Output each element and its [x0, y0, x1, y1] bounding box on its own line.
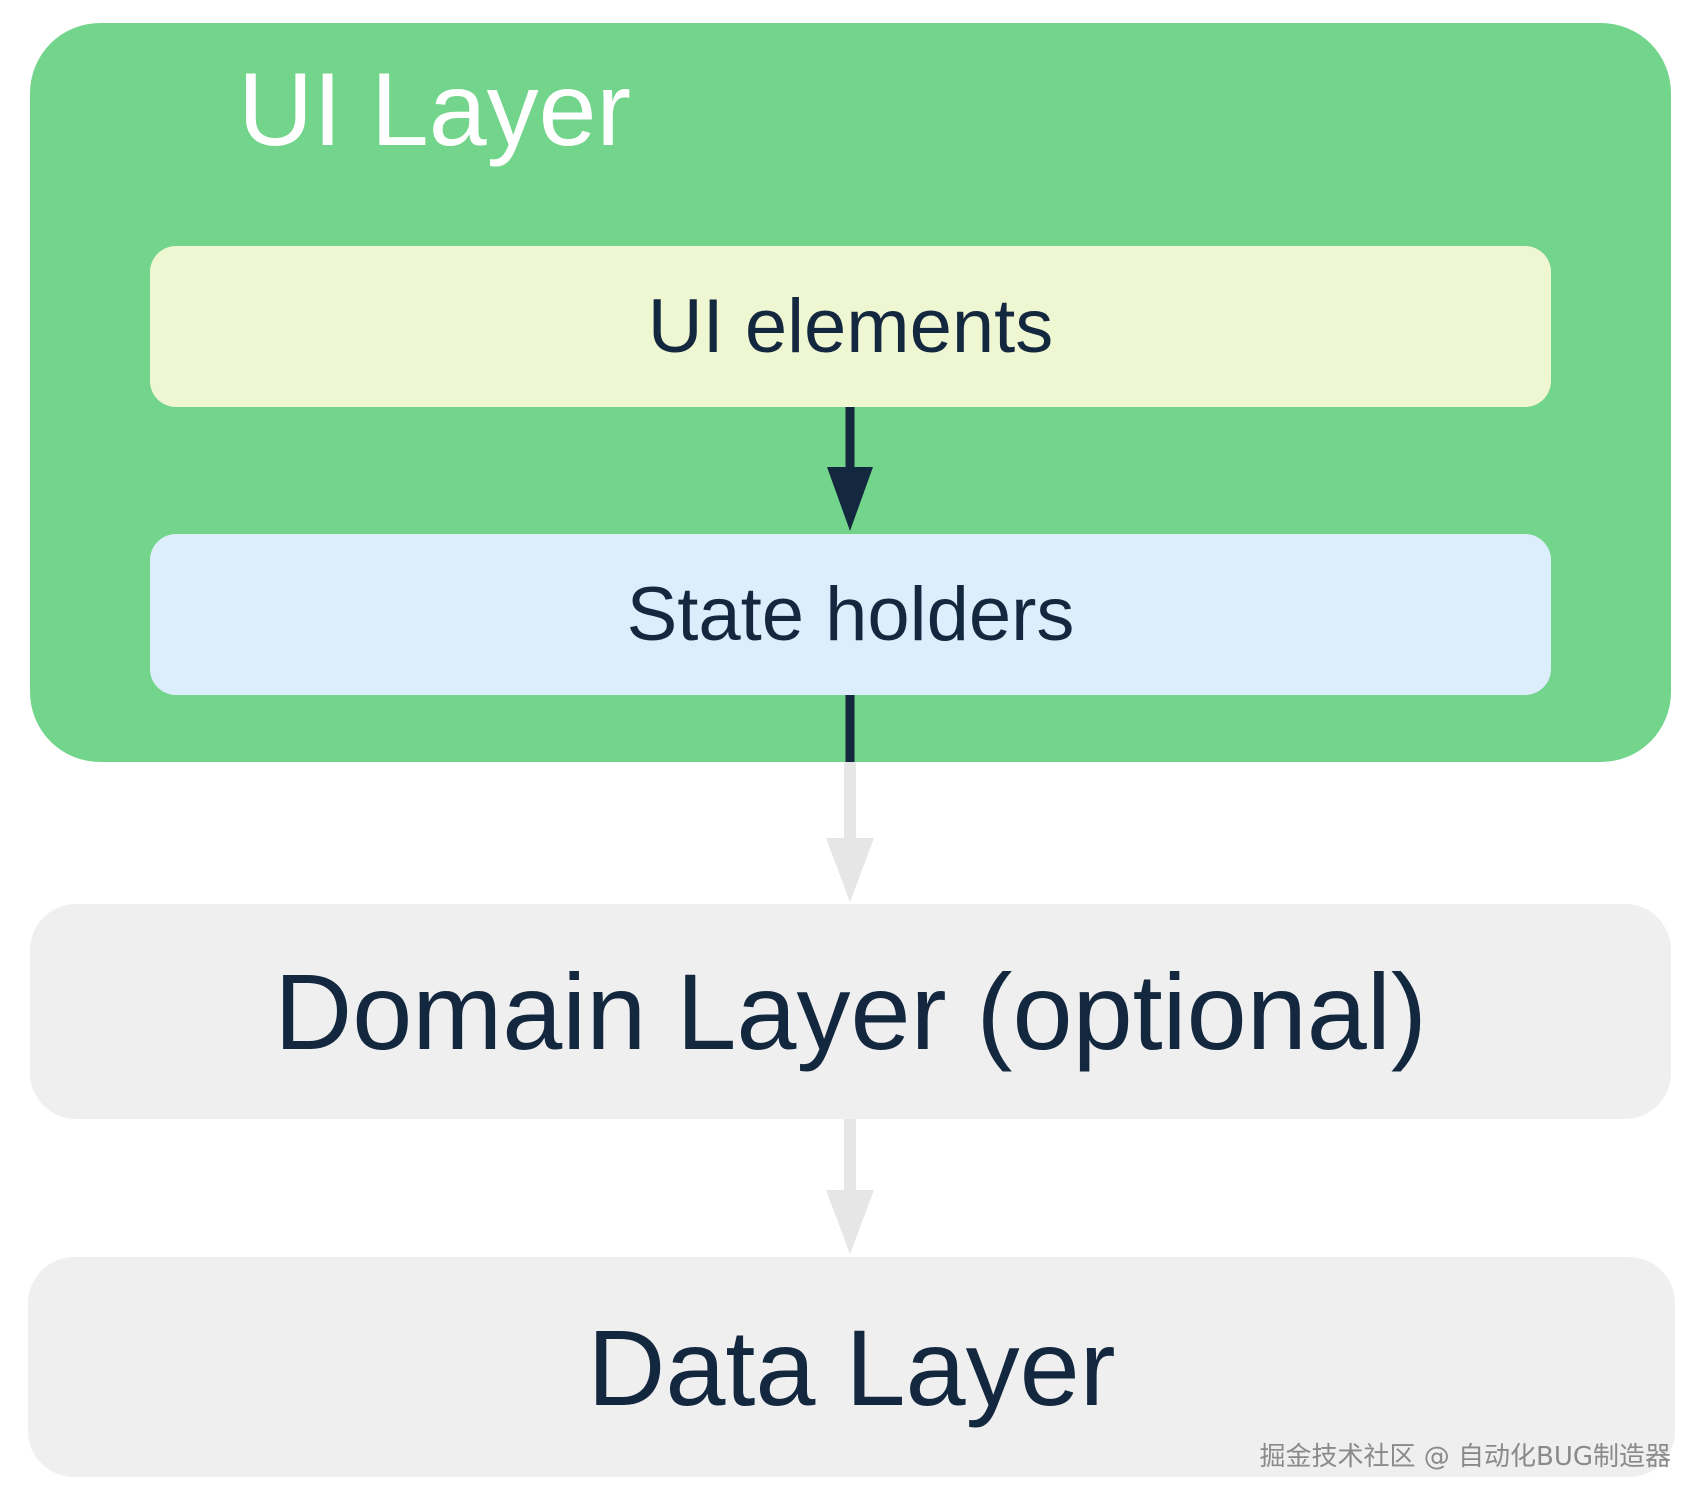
data-layer-label: Data Layer: [587, 1306, 1116, 1428]
ui-layer-title: UI Layer: [238, 52, 632, 168]
ui-elements-label: UI elements: [647, 284, 1054, 369]
state-holders-box: State holders: [150, 534, 1551, 695]
domain-layer-label: Domain Layer (optional): [274, 951, 1427, 1072]
ui-elements-box: UI elements: [150, 246, 1551, 407]
arrow-domain-layer-to-data-layer: [826, 1119, 874, 1254]
watermark-text: 掘金技术社区 @ 自动化BUG制造器: [1259, 1442, 1671, 1472]
state-holders-label: State holders: [626, 572, 1075, 657]
domain-layer-box: Domain Layer (optional): [30, 904, 1671, 1119]
data-layer-box: Data Layer: [28, 1257, 1675, 1477]
